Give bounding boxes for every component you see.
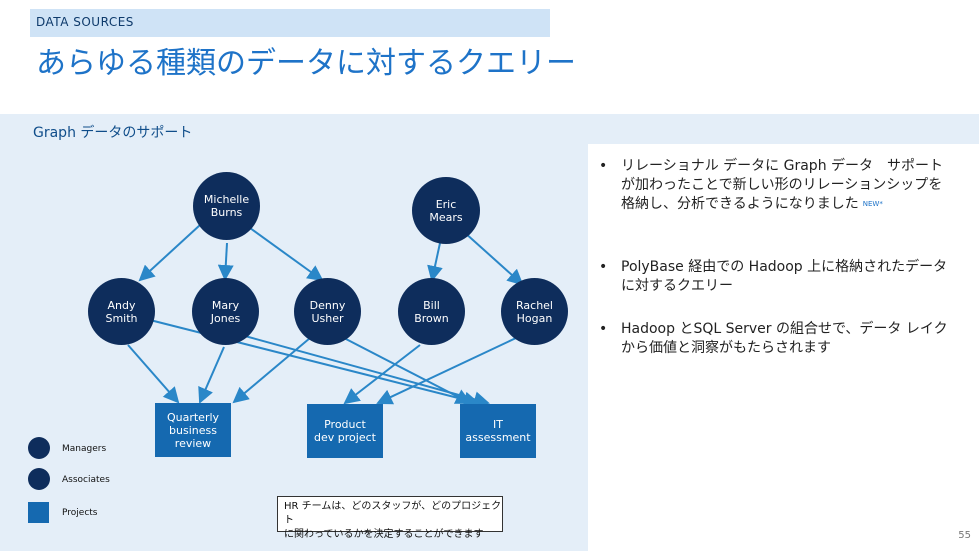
bullet-polybase: • PolyBase 経由での Hadoop 上に格納されたデータに対するクエリ… xyxy=(599,258,959,298)
legend-projects-swatch xyxy=(28,502,49,523)
new-badge: NEW* xyxy=(862,200,883,208)
edge-bill-product xyxy=(343,344,421,405)
diagram-panel xyxy=(0,144,588,551)
bullet-graph-support: • リレーショナル データに Graph データ サポートが加わったことで新しい… xyxy=(599,157,959,237)
edge-andy-quarterly xyxy=(127,344,180,404)
edge-denny-quarterly xyxy=(232,337,311,404)
edge-michelle-denny xyxy=(249,227,324,282)
bullet-text: リレーショナル データに Graph データ サポートが加わったことで新しい形の… xyxy=(621,158,944,212)
node-andy-smith: Andy Smith xyxy=(88,278,155,345)
edge-rachel-product xyxy=(376,337,517,405)
node-eric-mears: Eric Mears xyxy=(412,177,480,244)
edge-eric-rachel xyxy=(463,231,524,286)
edge-michelle-andy xyxy=(138,224,201,282)
bullet-dot: • xyxy=(599,321,608,337)
hr-callout-text: HR チームは、どのスタッフが、どのプロジェクト に関わっているかを決定すること… xyxy=(284,501,502,540)
legend-associates-swatch xyxy=(28,468,50,490)
node-denny-usher: Denny Usher xyxy=(294,278,361,345)
section-tag-label: DATA SOURCES xyxy=(36,15,134,29)
page-title: あらゆる種類のデータに対するクエリー xyxy=(36,46,576,81)
edge-eric-bill xyxy=(427,242,443,282)
legend-managers-label: Managers xyxy=(62,444,107,454)
edge-michelle-mary xyxy=(217,242,234,281)
legend-managers-swatch xyxy=(28,437,50,459)
bullet-dot: • xyxy=(599,259,608,275)
project-product-dev: Product dev project xyxy=(307,404,383,458)
legend-projects-label: Projects xyxy=(62,508,98,518)
bullet-text: PolyBase 経由での Hadoop 上に格納されたデータに対するクエリー xyxy=(621,259,948,294)
page-number: 55 xyxy=(958,530,971,541)
edge-denny-it xyxy=(343,337,472,404)
hr-callout: HR チームは、どのスタッフが、どのプロジェクト に関わっているかを決定すること… xyxy=(277,496,503,540)
bullet-text: Hadoop とSQL Server の組合せで、データ レイクから価値と洞察が… xyxy=(621,321,948,356)
node-michelle-burns: Michelle Burns xyxy=(193,172,260,240)
section-tag: DATA SOURCES xyxy=(30,9,550,37)
subtitle: Graph データのサポート xyxy=(33,125,193,141)
bullet-hadoop-sql: • Hadoop とSQL Server の組合せで、データ レイクから価値と洞… xyxy=(599,320,959,360)
edge-mary-quarterly xyxy=(198,346,225,404)
project-it-assessment: IT assessment xyxy=(460,404,536,458)
subtitle-band: Graph データのサポート xyxy=(0,114,979,144)
legend-associates-label: Associates xyxy=(62,475,110,485)
node-rachel-hogan: Rachel Hogan xyxy=(501,278,568,345)
bullet-dot: • xyxy=(599,158,608,174)
node-mary-jones: Mary Jones xyxy=(192,278,259,345)
node-bill-brown: Bill Brown xyxy=(398,278,465,345)
project-quarterly-review: Quarterly business review xyxy=(155,403,231,457)
